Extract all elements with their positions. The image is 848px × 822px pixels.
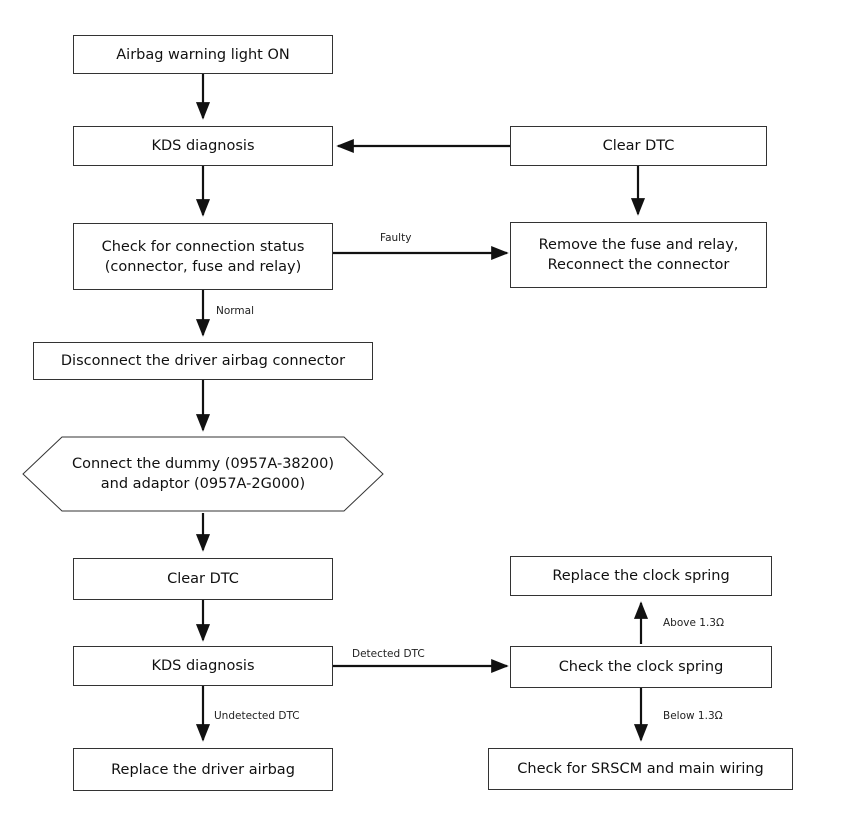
label-below: Below 1.3Ω xyxy=(663,710,723,722)
node-connect-dummy: Connect the dummy (0957A-38200) and adap… xyxy=(72,456,334,492)
node-replace-clock-spring: Replace the clock spring xyxy=(510,556,772,596)
node-remove-fuse: Remove the fuse and relay, Reconnect the… xyxy=(510,222,767,288)
node-check-connection: Check for connection status (connector, … xyxy=(73,223,333,290)
label-above: Above 1.3Ω xyxy=(663,617,725,629)
node-check-srscm: Check for SRSCM and main wiring xyxy=(488,748,793,790)
node-replace-airbag: Replace the driver airbag xyxy=(73,748,333,791)
label-faulty: Faulty xyxy=(380,232,412,244)
node-connect-dummy-shape xyxy=(22,436,384,512)
node-airbag-light: Airbag warning light ON xyxy=(73,35,333,74)
node-clear-dtc-2: Clear DTC xyxy=(73,558,333,600)
node-disconnect-connector: Disconnect the driver airbag connector xyxy=(33,342,373,380)
node-kds-diagnosis-2: KDS diagnosis xyxy=(73,646,333,686)
label-normal: Normal xyxy=(216,305,254,317)
node-clear-dtc-1: Clear DTC xyxy=(510,126,767,166)
label-detected-dtc: Detected DTC xyxy=(352,648,425,660)
node-check-clock-spring: Check the clock spring xyxy=(510,646,772,688)
label-undetected-dtc: Undetected DTC xyxy=(214,710,300,722)
node-kds-diagnosis-1: KDS diagnosis xyxy=(73,126,333,166)
